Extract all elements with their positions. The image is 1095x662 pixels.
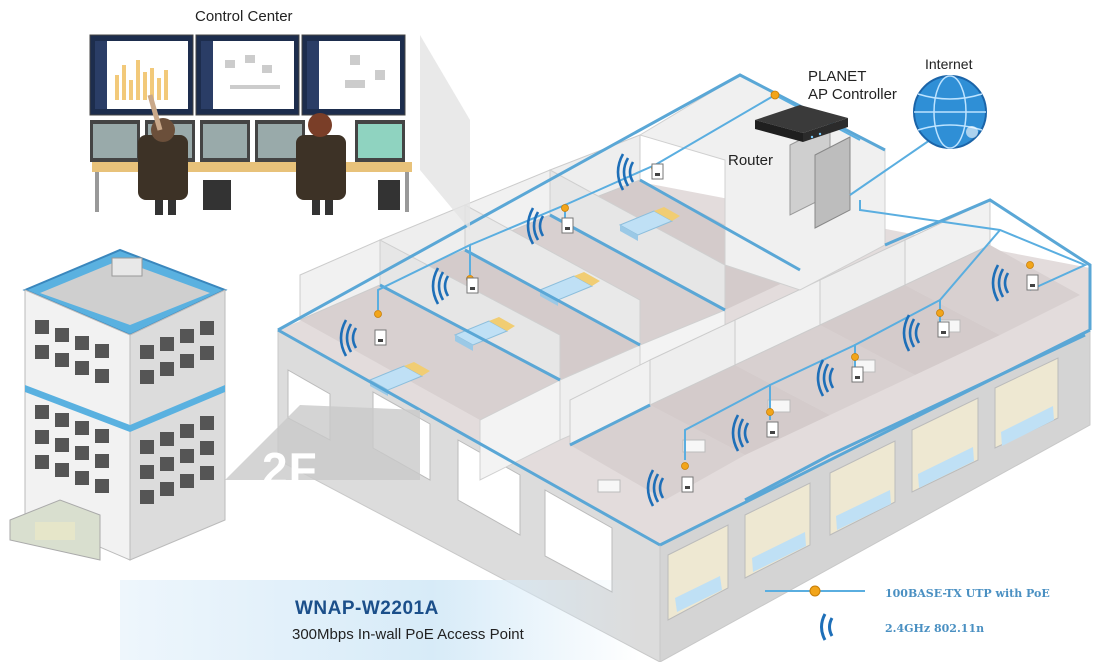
floor-label: 2F	[262, 443, 318, 495]
product-description: 300Mbps In-wall PoE Access Point	[292, 626, 524, 643]
product-banner	[120, 580, 640, 660]
floor-callout	[225, 405, 420, 480]
ap-controller-icon	[755, 105, 848, 142]
ap-controller-label-line2: AP Controller	[808, 86, 897, 103]
legend-symbols	[765, 585, 865, 641]
hotel-building-icon	[9, 248, 228, 561]
control-center-illustration	[89, 34, 470, 230]
internet-label: Internet	[925, 56, 973, 72]
product-model: WNAP-W2201A	[295, 598, 439, 619]
globe-icon	[913, 75, 987, 149]
router-label: Router	[728, 152, 774, 169]
ap-controller-label-line1: PLANET	[808, 68, 867, 85]
legend-poe-label: 100BASE-TX UTP with PoE	[885, 587, 1050, 600]
control-center-label: Control Center	[195, 8, 293, 25]
front-right-windows	[667, 357, 1059, 621]
upper-rooms	[299, 134, 810, 481]
legend-wifi-label: 2.4GHz 802.11n	[885, 622, 985, 635]
ap-controller-label: PLANET AP Controller	[808, 68, 897, 104]
